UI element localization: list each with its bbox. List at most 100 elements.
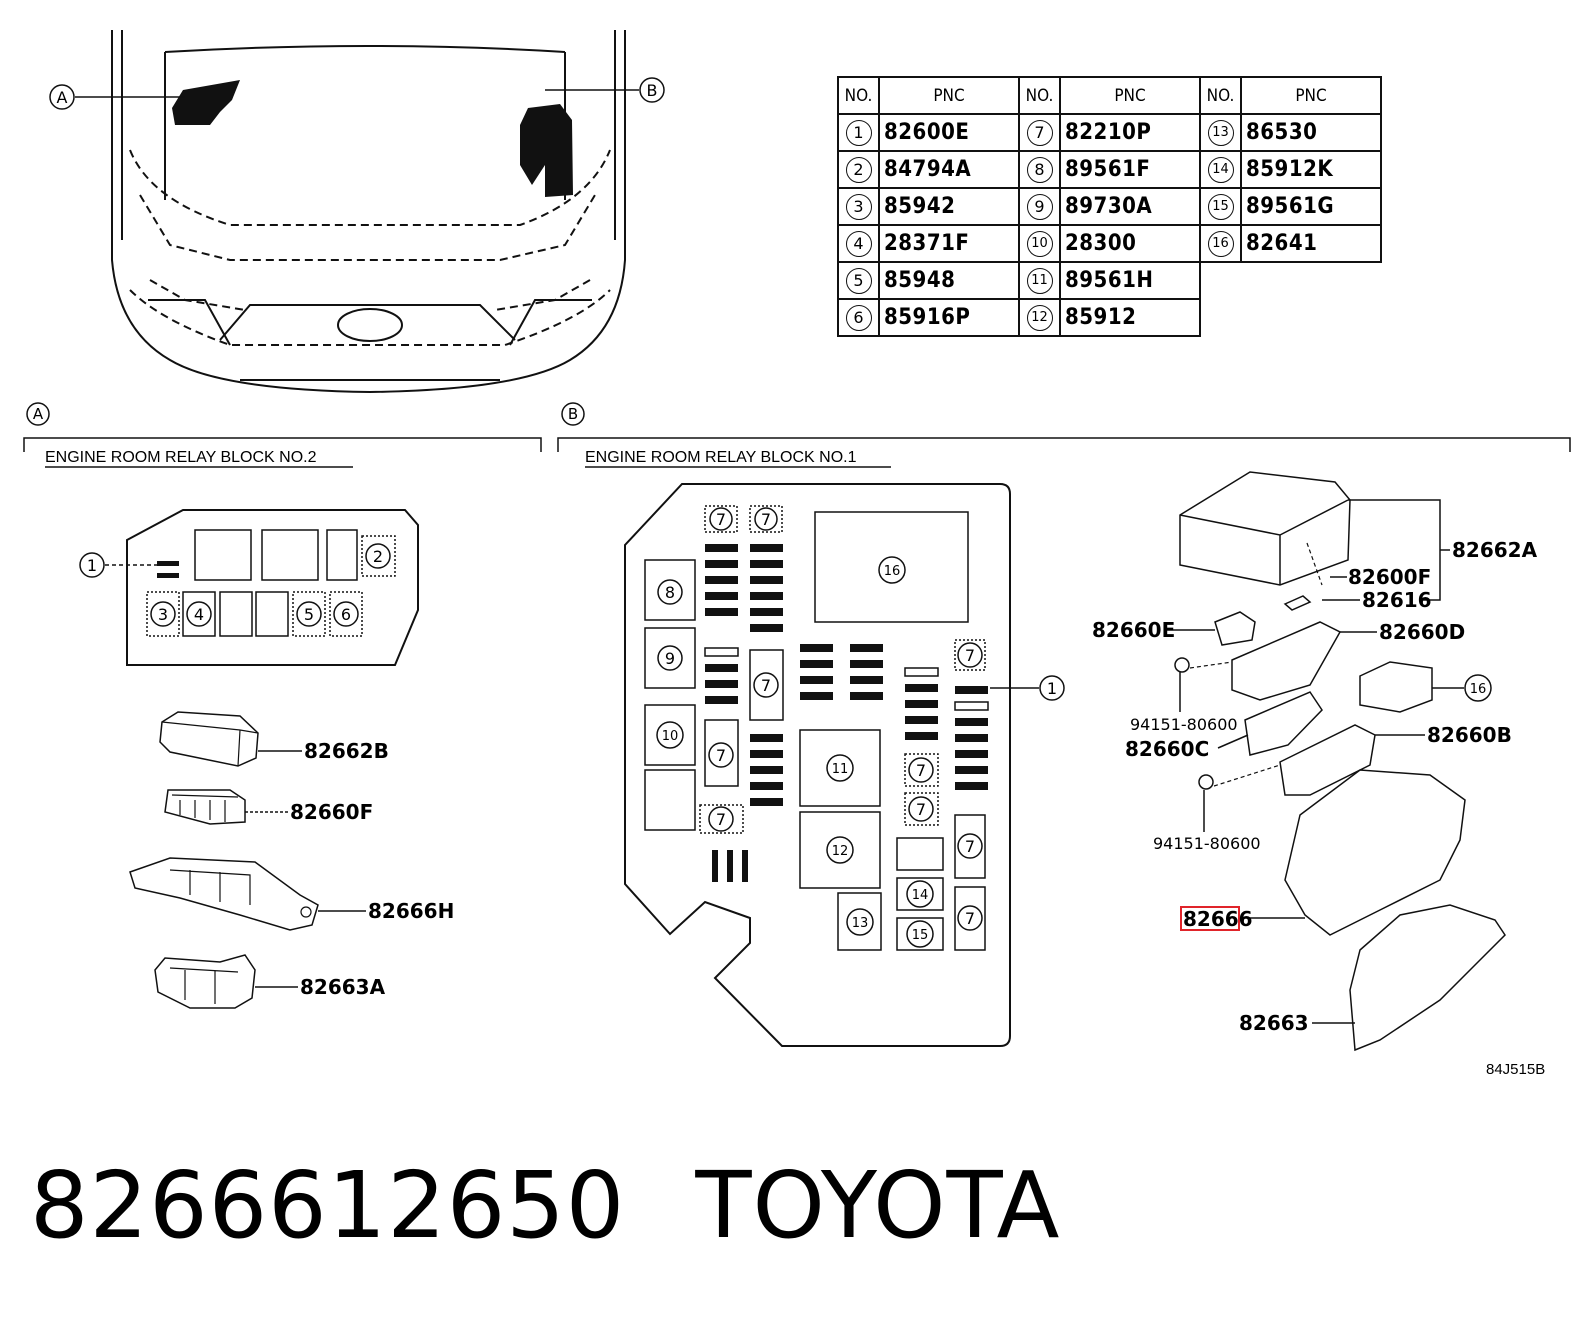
block-ref-4: 4 (194, 605, 204, 624)
ref-number: 10 (1026, 230, 1053, 257)
ref-number: 3 (845, 193, 872, 220)
pnc-table-header: NO. PNC NO. PNC NO. PNC (837, 76, 1382, 115)
pnc-cell[interactable]: 82600E (878, 113, 1020, 152)
pnc-table: NO. PNC NO. PNC NO. PNC 1 82600E 7 82210… (837, 76, 1382, 337)
col-header: PNC (1059, 76, 1201, 115)
section-a-title: ENGINE ROOM RELAY BLOCK NO.2 (45, 449, 317, 466)
part-label-82616: 82616 (1362, 588, 1432, 612)
b-ref-12: 12 (832, 844, 849, 859)
part-82660b-shape[interactable] (1279, 724, 1376, 796)
ref-number: 1 (845, 119, 872, 146)
b-ref-9: 9 (665, 649, 675, 668)
part-82666h[interactable]: 82666H (129, 857, 454, 931)
block-ref-3: 3 (158, 605, 168, 624)
part-82666-shape[interactable] (1284, 769, 1466, 936)
part-label-82660b: 82660B (1427, 723, 1512, 747)
table-row: 4 28371F 10 28300 16 82641 (837, 224, 1382, 263)
b-ref-7d: 7 (716, 746, 726, 765)
table-row: 3 85942 9 89730A 15 89561G (837, 187, 1382, 226)
b-ref-13: 13 (852, 916, 869, 931)
pnc-cell[interactable]: 28371F (878, 224, 1020, 263)
col-header: NO. (1018, 76, 1061, 115)
ref-number: 13 (1207, 119, 1234, 146)
part-82662b[interactable]: 82662B (159, 711, 389, 767)
pnc-cell[interactable]: 84794A (878, 150, 1020, 189)
ref-number: 8 (1026, 156, 1053, 183)
b-ref-1: 1 (1047, 679, 1057, 698)
col-header: NO. (837, 76, 880, 115)
pnc-cell[interactable]: 85912 (1059, 298, 1201, 337)
part-cover-82662a[interactable] (1179, 471, 1351, 586)
ref-number: 2 (845, 156, 872, 183)
b-ref-7h: 7 (916, 800, 926, 819)
part-label-82666: 82666 (1183, 907, 1253, 931)
part-82663-shape[interactable] (1349, 904, 1506, 1052)
b-ref-7g: 7 (916, 761, 926, 780)
part-82663a[interactable]: 82663A (154, 954, 386, 1009)
pnc-cell[interactable]: 89730A (1059, 187, 1201, 226)
ref-number: 16 (1207, 230, 1234, 257)
part-label-82662a: 82662A (1452, 538, 1538, 562)
brand-name: TOYOTA (695, 1151, 1061, 1259)
ref-number: 12 (1026, 304, 1053, 331)
table-row: 5 85948 11 89561H (837, 261, 1381, 300)
b-ref-8: 8 (665, 583, 675, 602)
block-ref-5: 5 (304, 605, 314, 624)
b-ref-7b: 7 (761, 510, 771, 529)
part-label-82600f: 82600F (1348, 565, 1431, 589)
table-row: 6 85916P 12 85912 (837, 298, 1381, 337)
part-label-82660d: 82660D (1379, 620, 1465, 644)
part-16-shape[interactable] (1359, 661, 1433, 713)
pnc-cell[interactable]: 89561H (1059, 261, 1201, 300)
part-label-82662b: 82662B (304, 739, 389, 763)
part-82660e-shape[interactable] (1214, 611, 1256, 646)
block-ref-6: 6 (341, 605, 351, 624)
col-header: PNC (878, 76, 1020, 115)
ref-number: 4 (845, 230, 872, 257)
part-ref-16-callout: 16 (1464, 674, 1492, 702)
ref-number: 9 (1026, 193, 1053, 220)
section-a: A ENGINE ROOM RELAY BLOCK NO.2 1 2 3 4 (23, 402, 542, 1009)
b-ref-16: 16 (884, 564, 901, 579)
product-title: 8266612650 TOYOTA (30, 1140, 1130, 1270)
part-label-94151-80600-a: 94151-80600 (1130, 715, 1238, 734)
pnc-cell[interactable]: 82641 (1240, 224, 1382, 263)
b-ref-15: 15 (912, 928, 929, 943)
ref-number: 11 (1026, 267, 1053, 294)
pnc-cell[interactable]: 85948 (878, 261, 1020, 300)
pnc-cell[interactable]: 82210P (1059, 113, 1201, 152)
ref-number: 5 (845, 267, 872, 294)
pnc-cell[interactable]: 85942 (878, 187, 1020, 226)
pnc-cell[interactable]: 85916P (878, 298, 1020, 337)
b-ref-10: 10 (662, 729, 679, 744)
pnc-cell[interactable]: 28300 (1059, 224, 1201, 263)
b-ref-7e: 7 (716, 810, 726, 829)
part-82666-highlight[interactable]: 82666 (1180, 906, 1253, 931)
b-ref-7a: 7 (716, 510, 726, 529)
col-header: PNC (1240, 76, 1382, 115)
pnc-cell[interactable]: 85912K (1240, 150, 1382, 189)
part-label-82663: 82663 (1239, 1011, 1309, 1035)
b-ref-7j: 7 (965, 909, 975, 928)
pnc-cell[interactable]: 86530 (1240, 113, 1382, 152)
part-ref-16: 16 (1470, 682, 1487, 697)
part-82660f[interactable]: 82660F (164, 789, 373, 825)
part-82660d-shape[interactable] (1231, 621, 1342, 701)
part-label-82660e: 82660E (1092, 618, 1175, 642)
part-label-82660c: 82660C (1125, 737, 1209, 761)
b-ref-7f: 7 (965, 646, 975, 665)
part-82660c-shape[interactable] (1244, 691, 1323, 756)
b-ref-14: 14 (912, 888, 929, 903)
section-b-marker: B (568, 405, 578, 423)
ref-number: 7 (1026, 119, 1053, 146)
block-ref-2: 2 (373, 547, 383, 566)
section-b-title: ENGINE ROOM RELAY BLOCK NO.1 (585, 449, 857, 466)
pnc-cell[interactable]: 89561G (1240, 187, 1382, 226)
section-b: B ENGINE ROOM RELAY BLOCK NO.1 (557, 402, 1571, 1052)
b-ref-7c: 7 (761, 676, 771, 695)
relay-block-no2-location (172, 80, 240, 125)
pnc-cell[interactable]: 89561F (1059, 150, 1201, 189)
marker-b-callout: B (545, 77, 665, 103)
ref-number: 6 (845, 304, 872, 331)
